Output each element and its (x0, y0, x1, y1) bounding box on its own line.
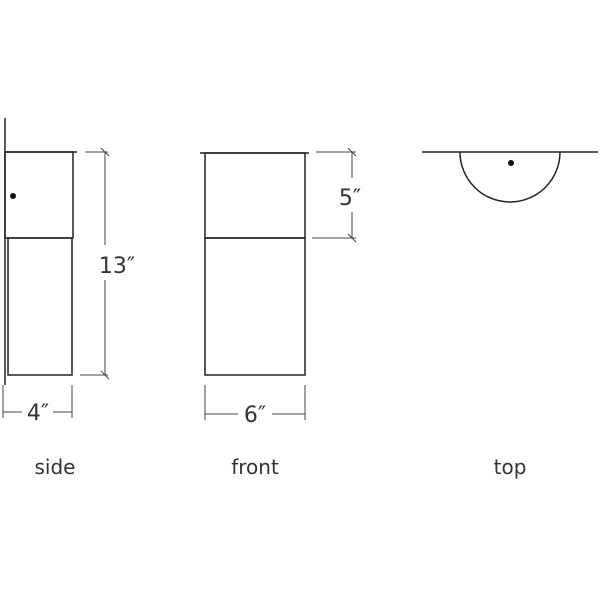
top-label: top (494, 455, 527, 479)
tick (100, 370, 110, 380)
side-view: 13″ 4″ side (2, 118, 135, 479)
mount-point-icon (508, 160, 514, 166)
tick (100, 147, 110, 157)
tick (347, 233, 357, 243)
front-width-dimension: 6″ (244, 403, 266, 428)
front-view: 5″ 6″ front (200, 147, 361, 479)
height-dimension: 13″ (99, 254, 135, 279)
canopy-dimension: 5″ (339, 186, 361, 211)
mount-point-icon (10, 193, 16, 199)
side-width-dimension: 4″ (27, 401, 49, 426)
tick (347, 147, 357, 157)
front-shade (204, 237, 306, 376)
side-label: side (35, 455, 76, 479)
front-label: front (231, 455, 279, 479)
top-view: top (422, 151, 598, 479)
front-canopy (204, 152, 306, 239)
side-shade (7, 237, 73, 376)
top-outline (459, 151, 561, 203)
